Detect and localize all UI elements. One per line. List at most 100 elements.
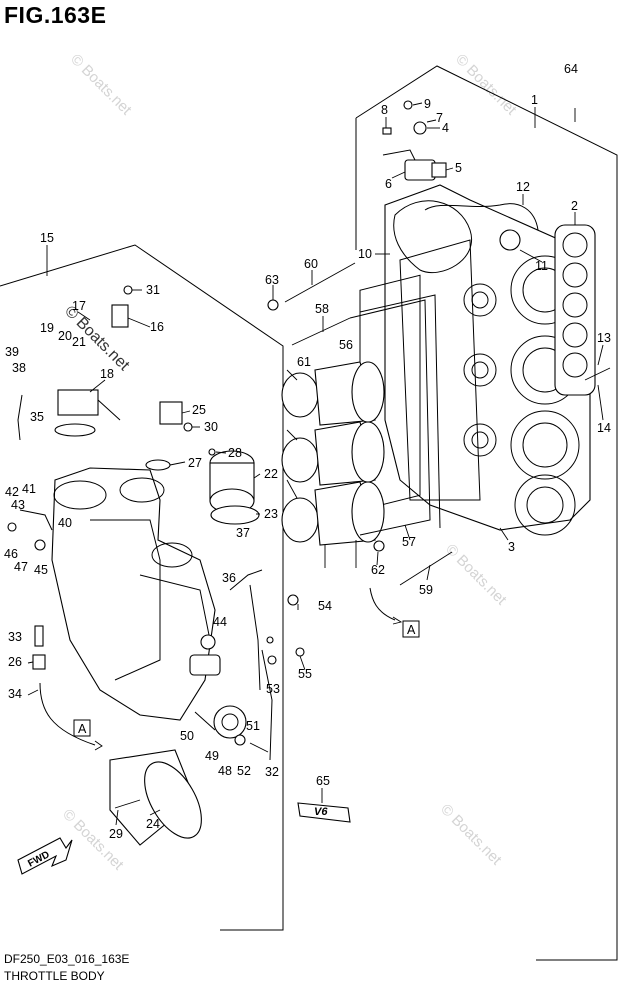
arrow-head (392, 616, 403, 625)
v6-emblem: V6 (297, 802, 351, 823)
leader-lines (27, 102, 604, 826)
part-label: 41 (22, 482, 36, 496)
part-label: 30 (204, 420, 218, 434)
part-label: 43 (11, 498, 25, 512)
part-label: 46 (4, 547, 18, 561)
arrow-head (94, 740, 103, 751)
bolt-59 (399, 551, 453, 586)
part-label: 10 (358, 247, 372, 261)
part-label: 23 (264, 507, 278, 521)
part-label: 64 (564, 62, 578, 76)
part-label: 38 (12, 361, 26, 375)
part-label: 31 (146, 283, 160, 297)
part-label: 25 (192, 403, 206, 417)
part-label: 32 (265, 765, 279, 779)
figure-title: FIG.163E (4, 2, 107, 28)
part-label: 6 (385, 177, 392, 191)
part-label: 16 (150, 320, 164, 334)
part-label: 13 (597, 331, 611, 345)
part-label: 53 (266, 682, 280, 696)
bolt-30 (183, 422, 193, 432)
watermark: © Boats.net (452, 51, 520, 119)
part-label: 56 (339, 338, 353, 352)
bolt-13 (584, 367, 611, 381)
part-label: 48 (218, 764, 232, 778)
intake-ducts (281, 294, 441, 546)
part-label: 39 (5, 345, 19, 359)
drawing-code: DF250_E03_016_163E (4, 952, 130, 966)
part-label: 18 (100, 367, 114, 381)
part-label: 61 (297, 355, 311, 369)
sensor-16 (111, 304, 129, 328)
plug-33 (34, 625, 44, 647)
fwd-label: FWD (26, 849, 51, 869)
ref-a-right: A (407, 623, 416, 637)
part-label: 21 (72, 335, 86, 349)
throttle-linkage (189, 569, 277, 761)
bolt-60 (284, 262, 356, 303)
nut-45 (34, 539, 46, 551)
part-label: 63 (265, 273, 279, 287)
part-label: 33 (8, 630, 22, 644)
link-35 (17, 394, 23, 441)
part-label: 29 (109, 827, 123, 841)
part-label: 58 (315, 302, 329, 316)
part-label: 36 (222, 571, 236, 585)
silencer-24 (109, 749, 202, 846)
part-label: 62 (371, 563, 385, 577)
part-label: 44 (213, 615, 227, 629)
part-label: 52 (237, 764, 251, 778)
part-label: 55 (298, 667, 312, 681)
part-label: 34 (8, 687, 22, 701)
part-label: 65 (316, 774, 330, 788)
watermark: © Boats.net (442, 541, 510, 609)
figure-name: THROTTLE BODY (4, 969, 105, 983)
part-label: 7 (436, 111, 443, 125)
part-label: 60 (304, 257, 318, 271)
part-label: 47 (14, 560, 28, 574)
assembly-outline-1 (355, 65, 618, 961)
part-label: 37 (236, 526, 250, 540)
part-label: 24 (146, 817, 160, 831)
part-label: 3 (508, 540, 515, 554)
bolt-31 (123, 285, 133, 295)
ref-box-a-right (402, 620, 420, 638)
part-label: 19 (40, 321, 54, 335)
iac-valve (54, 389, 121, 437)
part-labels: 1 2 3 4 5 6 7 8 9 10 11 12 13 14 15 16 1… (4, 62, 611, 841)
part-label: 27 (188, 456, 202, 470)
part-label: 51 (246, 719, 260, 733)
part-label: 20 (58, 329, 72, 343)
valve-11 (499, 229, 521, 251)
emblem-text: V6 (314, 806, 328, 818)
part-label: 35 (30, 410, 44, 424)
bolt-62 (373, 540, 385, 552)
oring-27 (145, 459, 171, 471)
part-label: 2 (571, 199, 578, 213)
throttle-body-22 (209, 450, 260, 525)
part-label: 5 (455, 161, 462, 175)
part-label: 22 (264, 467, 278, 481)
part-label: 26 (8, 655, 22, 669)
part-label: 4 (442, 121, 449, 135)
part-label: 8 (381, 103, 388, 117)
fwd-arrow: FWD (17, 837, 73, 875)
nut-63 (267, 299, 279, 311)
watermark: © Boats.net (67, 51, 135, 119)
ref-a-left: A (78, 722, 87, 736)
hose-34 (39, 682, 96, 746)
watermark: © Boats.net (437, 801, 505, 869)
ref-box-a-left (73, 719, 91, 737)
bolt-58 (291, 317, 351, 346)
part-label: 28 (228, 446, 242, 460)
bolt-29 (114, 799, 141, 809)
part-label: 57 (402, 535, 416, 549)
washer-46 (7, 522, 17, 532)
assembly-outline-15 (0, 244, 284, 931)
part-label: 50 (180, 729, 194, 743)
screw-28-right (208, 448, 216, 456)
part-label: 45 (34, 563, 48, 577)
part-label: 42 (5, 485, 19, 499)
